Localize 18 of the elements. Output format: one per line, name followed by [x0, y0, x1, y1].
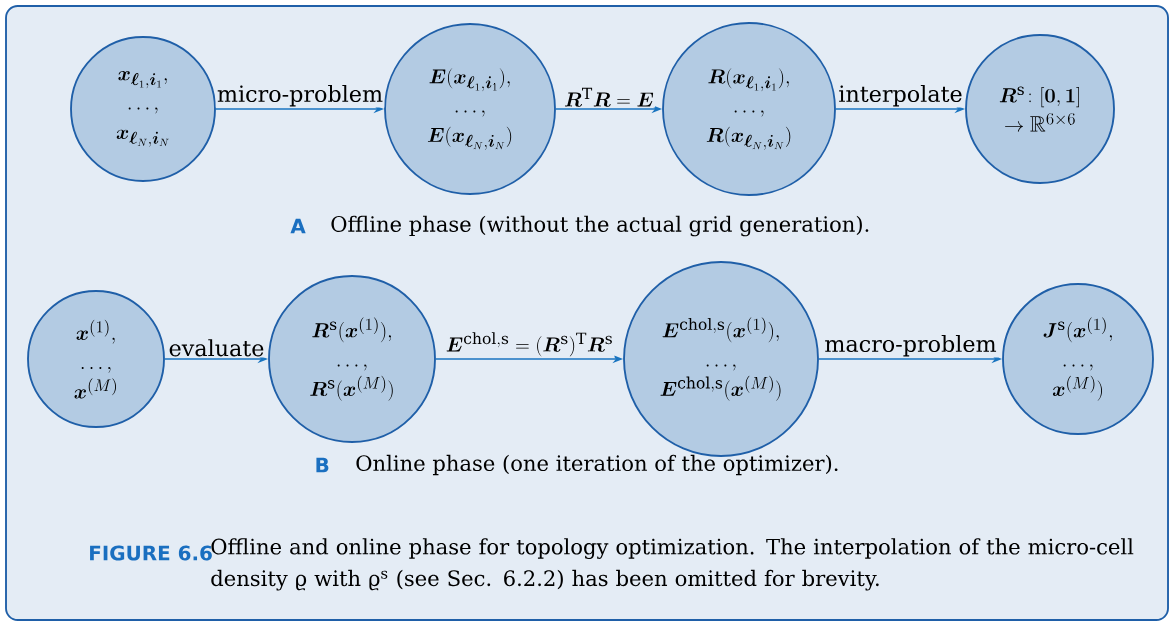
- caption: Offline and online phase for topology optimization. The interpolation of the micro-cell density ϱ with ϱ$^{s}$ (see Sec. 6.2.2) has been omitted for brevity.: [211, 538, 1134, 591]
- circle-node: $\boldsymbol{x}_{\boldsymbol{\ell}_1,\boldsymbol{i}_1},$ $\ldots,$ $\boldsymbol{x}_{\boldsymbol{\ell}_N,\boldsymbol{i}_N}$: [70, 36, 216, 182]
- circle-node: $\boldsymbol{E}(\boldsymbol{x}_{\boldsymbol{\ell}_1,\boldsymbol{i}_1}),$ $\ldots,$ $\boldsymbol{E}(\boldsymbol{x}_{\boldsymbol{\ell}_N,\boldsymbol{i}_N})$: [384, 23, 556, 195]
- edge-label: interpolate: [839, 84, 962, 107]
- circle-node: $\boldsymbol{R}^{\mathrm{s}}\colon[\boldsymbol{0},\boldsymbol{1}]$ $\to\mathbb{R}^{6\times 6}$: [965, 34, 1115, 184]
- edge-label: macro-problem: [825, 334, 997, 357]
- circle-node: $\boldsymbol{x}^{(1)},$ $\ldots,$ $\boldsymbol{x}^{(M)}$: [27, 290, 165, 428]
- edge-label: $\boldsymbol{E}^{\mathrm{chol,s}}=(\boldsymbol{R}^{\mathrm{s}})^{\mathrm{T}}\boldsymbol{R}^{\mathrm{s}}$: [446, 332, 612, 357]
- subcaption: Online phase (one iteration of the optimizer).: [356, 454, 838, 476]
- circle-node: $\boldsymbol{R}^{\mathrm{s}}(\boldsymbol{x}^{(1)}),$ $\ldots,$ $\boldsymbol{R}^{\mathrm{s}}(\boldsymbol{x}^{(M)})$: [268, 275, 436, 443]
- circle-node: $\boldsymbol{J}^{\mathrm{s}}(\boldsymbol{x}^{(1)},$ $\ldots,$ $\boldsymbol{x}^{(M)})$: [1002, 283, 1154, 435]
- panel-letter: A: [290, 218, 306, 234]
- edge-label: $\boldsymbol{R}^{\mathrm{T}}\boldsymbol{R}=\boldsymbol{E}$: [565, 87, 654, 107]
- edge-label: evaluate: [169, 339, 264, 357]
- subcaption: Offline phase (without the actual grid generation).: [331, 215, 869, 237]
- edge-label: micro-problem: [217, 84, 383, 107]
- circle-node: $\boldsymbol{R}(\boldsymbol{x}_{\boldsymbol{\ell}_1,\boldsymbol{i}_1}),$ $\ldots,$ $\boldsymbol{R}(\boldsymbol{x}_{\boldsymbol{\ell}_N,\boldsymbol{i}_N})$: [662, 22, 836, 196]
- figure-number: FIGURE 6.6: [90, 545, 212, 561]
